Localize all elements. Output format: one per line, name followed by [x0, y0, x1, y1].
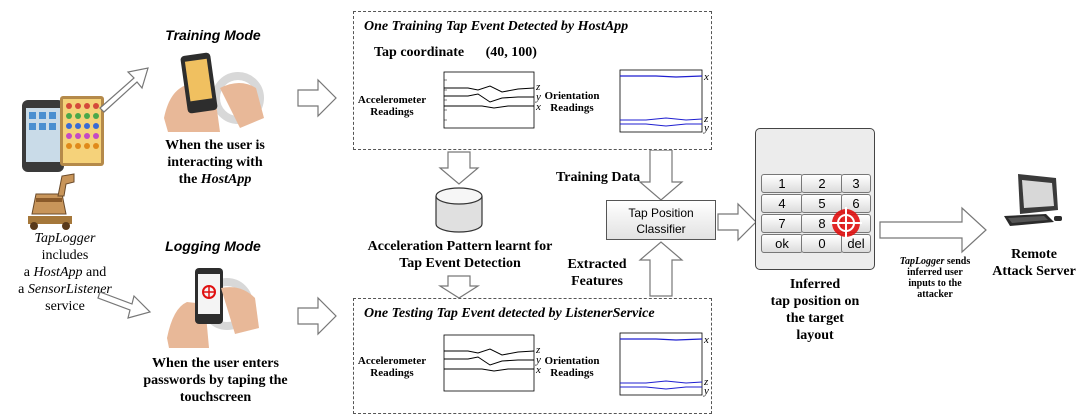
key-7[interactable]: 7 [761, 214, 803, 233]
accel-series-x [444, 105, 534, 109]
taplogger-device-graphic [14, 90, 114, 220]
key-2[interactable]: 2 [801, 174, 843, 193]
training-data-label: Training Data [556, 170, 641, 185]
accel-z-label: z [535, 81, 541, 93]
orient-series-x [620, 75, 703, 78]
arrow-panel-to-db [438, 151, 480, 185]
arrow-to-logging [97, 291, 152, 319]
logging-caption: When the user enters passwords by taping… [143, 356, 288, 405]
database-icon [432, 186, 486, 234]
key-3[interactable]: 3 [841, 174, 871, 193]
training-accel-label: Accelerometer Readings [357, 94, 427, 118]
svg-text:x: x [703, 71, 709, 83]
training-orient-label: Orientation Readings [544, 90, 600, 114]
arrow-extracted-features [638, 241, 684, 297]
arrow-to-server [879, 206, 987, 254]
logging-hand-phone-image [165, 258, 265, 348]
sends-inputs-label: TapLogger sends inferred user inputs to … [899, 256, 971, 300]
inferred-position-label: Inferred tap position on the target layo… [770, 277, 860, 343]
svg-text:x: x [535, 364, 541, 376]
arrow-logging-to-panel [297, 296, 337, 336]
training-panel: One Training Tap Event Detected by HostA… [353, 11, 712, 150]
testing-accel-label: Accelerometer Readings [357, 355, 427, 379]
android-phone-icon [22, 96, 104, 172]
svg-text:z: z [535, 344, 541, 356]
remote-server-label: Remote Attack Server [992, 247, 1076, 279]
svg-text:y: y [703, 385, 709, 397]
logging-mode-title: Logging Mode [165, 238, 261, 254]
tap-coordinate-label: Tap coordinate (40, 100) [374, 45, 537, 60]
key-del[interactable]: del [841, 234, 871, 253]
key-1[interactable]: 1 [761, 174, 803, 193]
accel-x-label: x [535, 101, 541, 113]
svg-text:z: z [703, 376, 709, 388]
arrow-classifier-to-keypad [717, 202, 757, 242]
acceleration-pattern-label: Acceleration Pattern learnt for Tap Even… [367, 239, 553, 271]
taplogger-name: TapLogger [34, 231, 96, 246]
svg-text:y: y [535, 354, 541, 366]
key-6[interactable]: 6 [841, 194, 871, 213]
testing-orient-label: Orientation Readings [544, 355, 600, 379]
key-4[interactable]: 4 [761, 194, 803, 213]
accel-y-label: y [535, 91, 541, 103]
svg-text:y: y [703, 122, 709, 134]
training-caption: When the user is interacting with the Ho… [165, 138, 265, 187]
trojan-horse-icon [22, 168, 82, 230]
testing-panel: One Testing Tap Event detected by Listen… [353, 298, 712, 414]
training-hand-phone-image [160, 48, 270, 134]
accel-series-y [444, 93, 534, 103]
extracted-features-label: Extracted Features [567, 257, 627, 289]
testing-orient-plot: x z y [619, 332, 709, 397]
computer-icon [1000, 170, 1070, 230]
training-orient-plot: x z y [619, 69, 709, 134]
arrow-training-data [638, 149, 684, 201]
arrow-pattern-to-testing [437, 275, 481, 299]
training-mode-title: Training Mode [165, 27, 261, 43]
orient-series-z [620, 117, 703, 121]
svg-text:z: z [703, 113, 709, 125]
taplogger-description: TapLogger includes a HostApp and a Senso… [18, 231, 112, 314]
crosshair-target-icon [830, 207, 862, 239]
tap-coordinate-value: (40, 100) [485, 45, 537, 60]
svg-text:x: x [703, 334, 709, 346]
training-panel-title: One Training Tap Event Detected by HostA… [364, 19, 629, 34]
target-keypad: 1 2 3 4 5 6 7 8 9 ok 0 del [755, 128, 875, 270]
key-5[interactable]: 5 [801, 194, 843, 213]
testing-accel-plot: z y x [443, 334, 541, 392]
accel-series-z [444, 85, 535, 93]
key-8[interactable]: 8 [801, 214, 843, 233]
key-ok[interactable]: ok [761, 234, 803, 253]
arrow-to-training [99, 67, 149, 113]
orient-series-y [620, 123, 702, 127]
testing-panel-title: One Testing Tap Event detected by Listen… [364, 306, 655, 321]
training-accel-plot: z y x [443, 71, 541, 129]
arrow-training-to-panel [297, 78, 337, 118]
tap-position-classifier: Tap Position Classifier [606, 200, 716, 240]
